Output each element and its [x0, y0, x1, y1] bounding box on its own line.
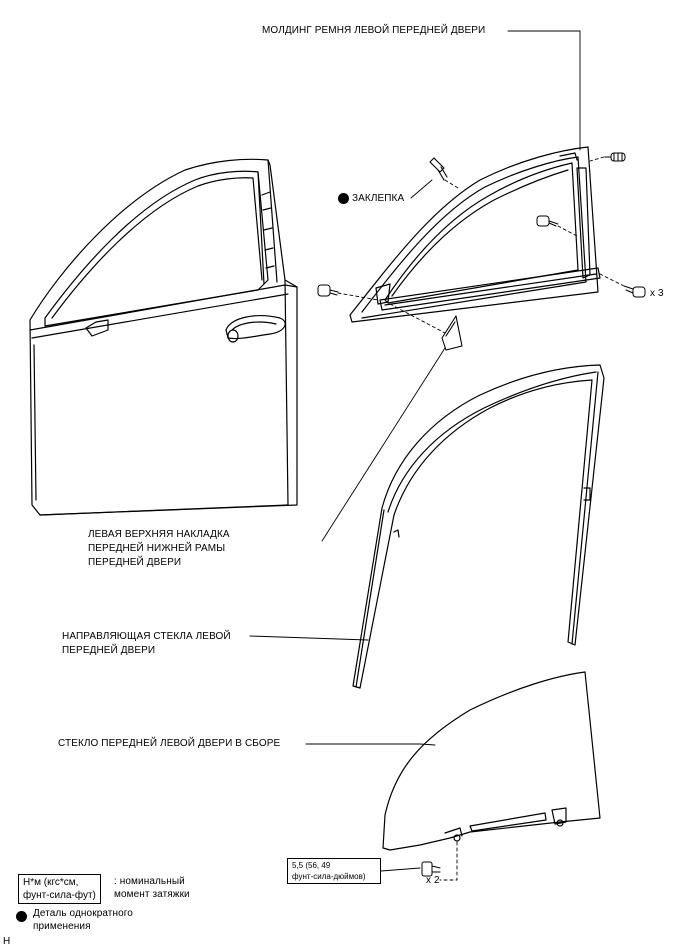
screw-top-right-guide — [589, 156, 605, 162]
qty-x3-label: x 3 — [650, 288, 664, 299]
door-glass-part — [382, 671, 601, 851]
legend-torque-units: Н*м (кгс*см, фунт-сила-фут) — [18, 874, 101, 904]
legend-one-time-use-label: Деталь однократного применения — [33, 908, 133, 932]
screw-right-x3 — [623, 285, 646, 298]
screw-middle-guide — [557, 225, 578, 237]
leader-belt-molding — [507, 30, 581, 151]
upper-garnish-label: ЛЕВАЯ ВЕРХНЯЯ НАКЛАДКА ПЕРЕДНЕЙ НИЖНЕЙ Р… — [88, 529, 230, 568]
bolt-x2 — [421, 861, 441, 877]
leader-glass — [305, 743, 436, 746]
leader-upper-garnish — [321, 347, 446, 542]
glass-run-label: НАПРАВЛЯЮЩАЯ СТЕКЛА ЛЕВОЙ ПЕРЕДНЕЙ ДВЕРИ — [62, 631, 231, 656]
footer-code: H — [3, 936, 11, 947]
leader-rivet — [410, 179, 433, 199]
garnish-guide-line — [389, 303, 446, 334]
leader-torque — [380, 867, 421, 872]
door-shell — [29, 158, 298, 516]
glass-run-part — [352, 364, 605, 689]
screw-top-right — [604, 152, 626, 162]
one-time-use-icon — [338, 193, 349, 204]
rivet-label: ЗАКЛЕПКА — [352, 193, 405, 204]
legend-one-time-use-icon — [16, 911, 27, 922]
screw-middle — [536, 215, 559, 227]
legend-torque-desc: : номинальный момент затяжки — [114, 876, 190, 900]
screw-right-x3-guide — [599, 273, 625, 287]
window-frame-molding-part — [349, 146, 601, 323]
rivet-part — [429, 157, 448, 181]
screw-left-guide — [337, 292, 379, 301]
glass-bolt-guide — [439, 841, 458, 881]
screw-left — [317, 284, 339, 297]
qty-x2-label: x 2 — [426, 875, 440, 886]
leader-lines — [249, 30, 581, 872]
glass-assy-label: СТЕКЛО ПЕРЕДНЕЙ ЛЕВОЙ ДВЕРИ В СБОРЕ — [58, 738, 281, 749]
belt-molding-label: МОЛДИНГ РЕМНЯ ЛЕВОЙ ПЕРЕДНЕЙ ДВЕРИ — [262, 25, 486, 36]
leader-glass-run — [249, 635, 369, 641]
torque-spec-box: 5,5 (56, 49 фунт-сила-дюймов) — [287, 858, 381, 884]
upper-garnish-part — [441, 315, 463, 351]
rivet-guide-line — [444, 179, 459, 189]
